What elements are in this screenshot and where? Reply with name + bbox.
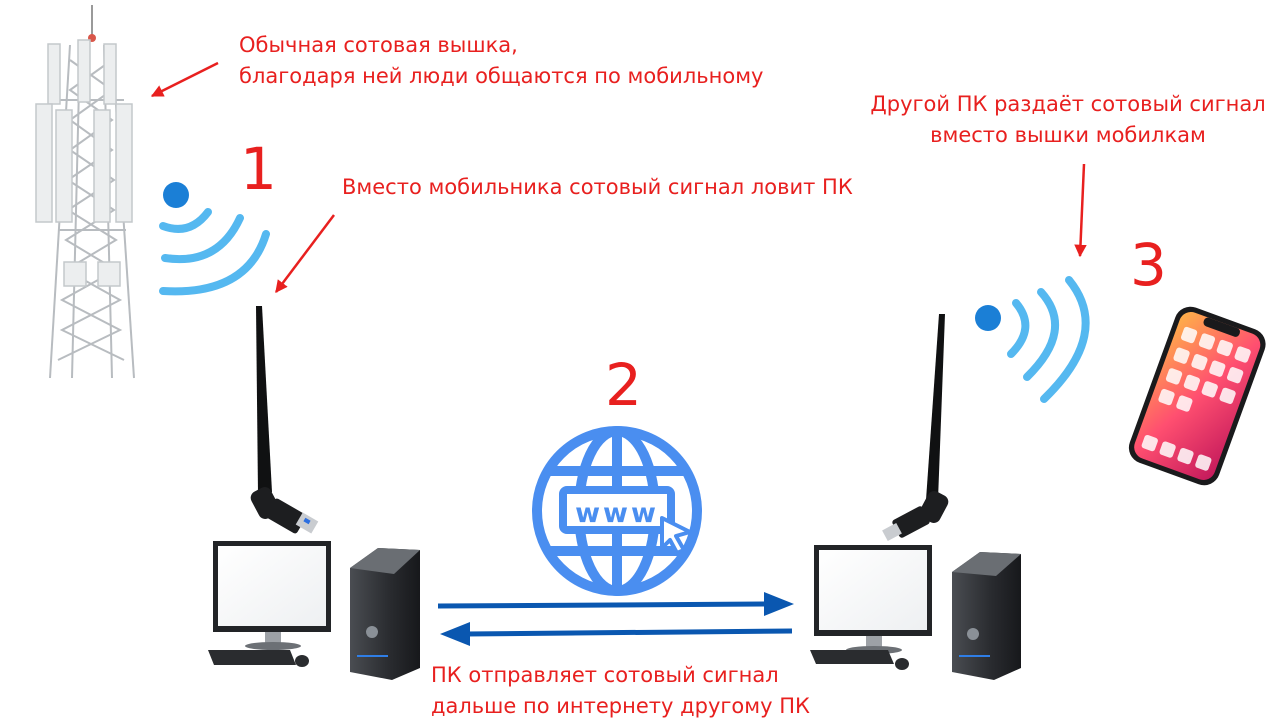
tower-annotation-line1: Обычная сотовая вышка, — [239, 33, 518, 57]
internet-annotation-line1: ПК отправляет сотовый сигнал — [431, 663, 779, 687]
desktop-computer-image — [810, 545, 1021, 680]
internet-annotation: ПК отправляет сотовый сигнал дальше по и… — [431, 660, 810, 722]
wifi-adapter-image — [882, 314, 949, 542]
sender-annotation-line2: вместо вышки мобилкам — [930, 123, 1206, 147]
pointer-arrow-icon — [150, 61, 219, 98]
step-number-1: 1 — [240, 135, 277, 203]
globe-www-label: www — [575, 498, 659, 529]
smartphone-image — [1128, 306, 1266, 486]
signal-waves-icon — [159, 182, 270, 296]
internet-annotation-line2: дальше по интернету другому ПК — [431, 694, 810, 718]
pointer-arrow-icon — [275, 214, 335, 293]
arrow-right-icon — [437, 592, 794, 616]
cell-tower-image — [30, 0, 150, 379]
wifi-adapter-image — [250, 306, 319, 534]
sender-annotation: Другой ПК раздаёт сотовый сигнал вместо … — [862, 89, 1274, 151]
tower-annotation-line2: благодаря ней люди общаются по мобильном… — [239, 64, 764, 88]
signal-waves-icon — [975, 276, 1090, 403]
pointer-arrow-icon — [1074, 163, 1087, 258]
tower-annotation: Обычная сотовая вышка, благодаря ней люд… — [239, 30, 763, 92]
sender-annotation-line1: Другой ПК раздаёт сотовый сигнал — [870, 92, 1266, 116]
www-box — [559, 486, 675, 534]
arrow-left-icon — [440, 622, 793, 646]
desktop-computer-image — [208, 541, 420, 680]
cursor-icon — [660, 516, 692, 555]
receiver-annotation: Вместо мобильника сотовый сигнал ловит П… — [342, 175, 853, 199]
step-number-3: 3 — [1130, 231, 1167, 299]
step-number-2: 2 — [605, 351, 642, 419]
